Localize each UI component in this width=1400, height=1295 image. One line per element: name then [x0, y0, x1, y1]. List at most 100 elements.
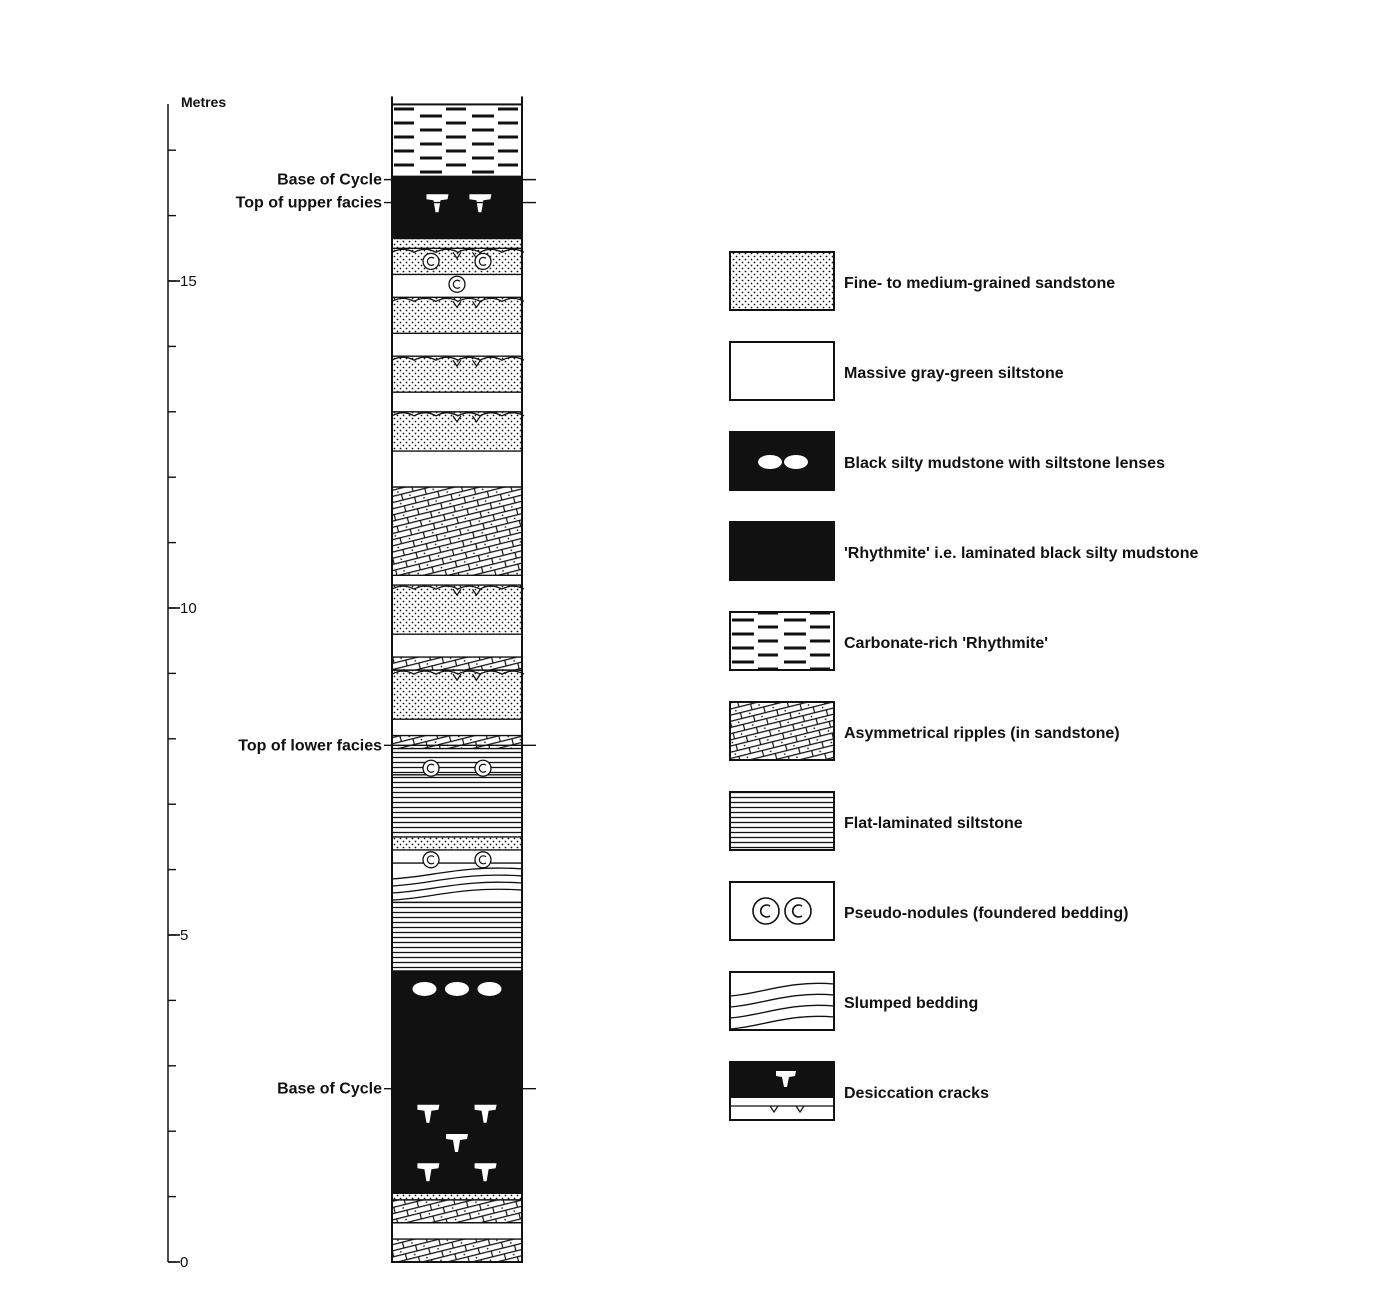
column-layer-siltstone: [392, 719, 522, 737]
column-layer-ripples: [392, 735, 522, 750]
layer-fill: [392, 1239, 522, 1262]
legend-swatch: [729, 611, 835, 671]
legend-item-mudstone-lenses: Black silty mudstone with siltstone lens…: [729, 431, 1165, 491]
lithology-column: [384, 96, 536, 1263]
lens-mark: [784, 455, 808, 469]
column-layer-siltstone: [392, 392, 522, 413]
crack-fill-mark: [472, 588, 481, 597]
layer-fill: [392, 1199, 522, 1223]
slump-line: [729, 993, 835, 1008]
column-layer-flat-laminated: [392, 774, 522, 838]
column-layer-siltstone: [392, 849, 522, 864]
legend-label: Carbonate-rich 'Rhythmite': [844, 635, 1048, 652]
slump-line: [391, 888, 523, 901]
column-layer-ripples: [392, 1199, 522, 1224]
nodule-mark: [752, 897, 780, 925]
layer-fill: [392, 411, 522, 452]
crack-fill-mark: [472, 359, 481, 368]
desiccation-crack-mark: [474, 1163, 497, 1182]
column-frame: [391, 103, 523, 1263]
scale-tick-label: 0: [180, 1254, 188, 1271]
legend-swatch: [729, 791, 835, 851]
legend-swatch: [729, 431, 835, 491]
column-layer-flat-laminated: [392, 902, 522, 972]
pseudo-nodule-inner: [426, 256, 435, 266]
siltstone-lens-mark: [445, 981, 469, 996]
crack-fill-mark: [452, 251, 462, 260]
scale-tick-label: 15: [180, 273, 197, 290]
layer-fill: [392, 356, 522, 393]
pseudo-nodule-inner: [478, 855, 487, 865]
lens-mark: [758, 455, 782, 469]
column-layer-siltstone: [392, 575, 522, 586]
layer-fill: [392, 719, 522, 736]
layer-fill: [392, 176, 522, 239]
dashes-icon: [729, 611, 835, 671]
layer-fill: [392, 1193, 522, 1200]
scale-tick-label: 5: [180, 927, 188, 944]
crack-fill-mark: [452, 359, 462, 368]
pseudo-nodule-inner: [426, 855, 435, 865]
lithology-legend: Fine- to medium-grained sandstoneMassive…: [729, 251, 1198, 1121]
blank-box-icon: [729, 341, 835, 401]
legend-label: Massive gray-green siltstone: [844, 365, 1064, 382]
layer-fill: [392, 487, 522, 576]
annotation-label: Base of Cycle: [277, 172, 382, 189]
slump-line: [391, 867, 523, 880]
column-layer-sandstone: [391, 585, 525, 635]
column-layer-ripples: [392, 487, 522, 576]
layer-fill: [392, 849, 522, 864]
layer-fill: [392, 748, 522, 775]
column-layer-mudstone-lenses: [392, 970, 522, 1090]
layer-fill: [392, 836, 522, 850]
legend-label: Slumped bedding: [844, 995, 978, 1012]
desiccation-crack-mark: [446, 1134, 468, 1153]
column-layer-flat-laminated: [392, 748, 522, 776]
crack-fill-mark: [769, 1105, 805, 1114]
layer-fill: [392, 451, 522, 488]
legend-swatch: [729, 701, 835, 761]
pseudo-nodule-mark: [422, 759, 440, 777]
column-layer-siltstone: [392, 634, 522, 658]
legend-swatch: [729, 521, 835, 581]
pseudo-nodule-mark: [422, 252, 440, 271]
pseudo-nodule-inner: [452, 279, 461, 289]
legend-swatch: [729, 881, 835, 941]
ripple-contact-line: [391, 248, 525, 254]
desiccation-crack-mark: [417, 1163, 440, 1182]
crack-fill-mark: [472, 415, 481, 423]
layer-fill: [392, 104, 522, 177]
layer-fill: [392, 902, 522, 971]
column-layer-siltstone: [392, 1222, 522, 1240]
slump-line: [729, 982, 835, 997]
column-layer-rhythmite-cracks: [392, 1088, 522, 1195]
pseudo-nodule-inner: [478, 763, 487, 773]
legend-item-siltstone: Massive gray-green siltstone: [729, 341, 1064, 401]
column-layer-siltstone: [392, 333, 522, 357]
pseudo-nodule-mark: [448, 275, 466, 293]
stipple-pattern-icon: [729, 251, 835, 311]
column-layer-sandstone: [391, 356, 525, 393]
crack-fill-mark: [472, 301, 481, 309]
siltstone-lens-mark: [477, 981, 502, 996]
layer-fill: [392, 774, 522, 837]
horizontal-lines-icon: [729, 791, 835, 851]
legend-item-ripples: Asymmetrical ripples (in sandstone): [729, 701, 1120, 761]
crack-black-band: [730, 1062, 834, 1098]
crack-fill-mark: [452, 415, 462, 423]
scale-tick-label: 10: [180, 600, 197, 617]
legend-label: Flat-laminated siltstone: [844, 815, 1023, 832]
pseudo-nodule-mark: [474, 252, 492, 271]
legend-item-sandstone: Fine- to medium-grained sandstone: [729, 251, 1115, 311]
legend-label: Desiccation cracks: [844, 1085, 989, 1102]
ripple-contact-line: [391, 585, 525, 590]
column-layer-ripples: [392, 1239, 522, 1263]
column-layer-sandstone: [392, 238, 522, 250]
column-layer-siltstone: [392, 451, 522, 488]
black-with-white-lenses-icon: [729, 431, 835, 491]
layer-fill: [392, 1222, 522, 1240]
legend-item-carbonate-rhythmite: Carbonate-rich 'Rhythmite': [729, 611, 1048, 671]
